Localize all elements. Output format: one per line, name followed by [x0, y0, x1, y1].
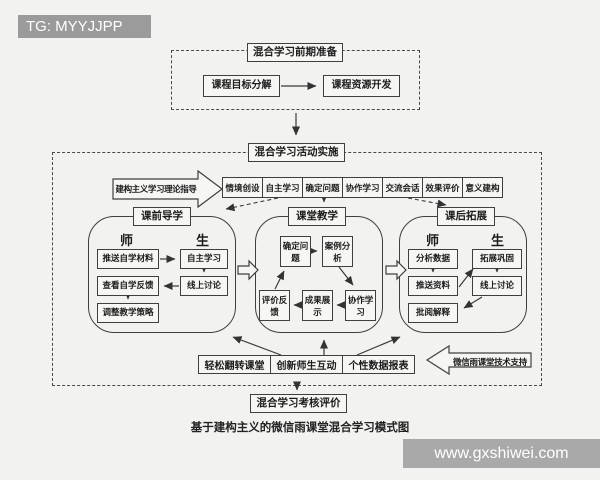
review-annotate-box: 批阅解释	[408, 303, 458, 323]
solid-arrows	[124, 82, 501, 391]
view-feedback-label: 查看自学反馈	[102, 280, 154, 291]
case-analysis-label: 案例分析	[324, 240, 351, 263]
assessment-title: 混合学习考核评价	[256, 397, 341, 410]
feature-data-report: 个性数据报表	[342, 356, 414, 373]
impl-title: 混合学习活动实施	[254, 146, 339, 159]
pre-student-label: 生	[196, 233, 210, 248]
tg-banner-text: TG: MYYJJPP	[26, 18, 123, 35]
classroom-title: 课堂教学	[296, 210, 338, 223]
evaluation-feedback-box: 评价反馈	[259, 290, 290, 321]
view-feedback-box: 查看自学反馈	[97, 276, 159, 296]
strategy-cell-collab: 协作学习	[342, 178, 382, 197]
strategy-cell-selfstudy: 自主学习	[262, 178, 302, 197]
feature-flipped-classroom: 轻松翻转课堂	[204, 361, 265, 372]
push-resources-box: 推送资料	[408, 276, 458, 296]
online-discussion-pre-label: 线上讨论	[186, 280, 221, 291]
case-analysis-box: 案例分析	[322, 236, 353, 267]
adjust-strategy-box: 调整教学策略	[97, 303, 159, 323]
strategy-cell-context: 情境创设	[225, 182, 260, 193]
watermark-banner: www.gxshiwei.com	[403, 439, 600, 468]
define-problem-label: 确定问题	[282, 240, 309, 263]
push-study-materials-label: 推送自学材料	[102, 253, 154, 264]
pre-teacher-label: 师	[120, 233, 134, 248]
feature-interaction: 创新师生互动	[270, 356, 342, 373]
tg-banner: TG: MYYJJPP	[18, 15, 151, 38]
online-discussion-post-label: 线上讨论	[479, 280, 514, 291]
watermark-text: www.gxshiwei.com	[434, 444, 569, 462]
course-goal-label: 课程目标分解	[211, 80, 272, 92]
review-annotate-label: 批阅解释	[415, 307, 450, 318]
theory-arrow-label: 建构主义学习理论指导	[115, 184, 197, 194]
prep-title-box: 混合学习前期准备	[247, 43, 343, 62]
diagram-caption: 基于建构主义的微信雨课堂混合学习模式图	[190, 422, 410, 434]
impl-title-box: 混合学习活动实施	[248, 143, 345, 162]
dashed-arrows	[225, 197, 447, 212]
expand-consolidate-box: 拓展巩固	[472, 249, 522, 269]
evaluation-feedback-label: 评价反馈	[261, 294, 288, 317]
support-block-arrow	[425, 344, 532, 376]
course-goal-box: 课程目标分解	[203, 75, 280, 97]
push-resources-label: 推送资料	[415, 280, 450, 291]
self-study-box: 自主学习	[180, 249, 228, 269]
theory-block-arrow	[112, 169, 223, 209]
support-arrow-label: 微信雨课堂技术支持	[453, 357, 527, 367]
collaborative-learning-label: 协作学习	[347, 294, 374, 317]
strategy-cell-meaning: 意义建构	[462, 178, 502, 197]
hollow-arrows	[112, 169, 532, 376]
online-discussion-post-box: 线上讨论	[472, 276, 522, 296]
features-row: 轻松翻转课堂 创新师生互动 个性数据报表	[198, 355, 415, 374]
phase-arrow-1	[237, 259, 259, 281]
collaborative-learning-box: 协作学习	[345, 290, 376, 321]
results-display-box: 成果展示	[302, 290, 333, 321]
push-study-materials-box: 推送自学材料	[97, 249, 159, 269]
define-problem-box: 确定问题	[280, 236, 311, 267]
prep-title: 混合学习前期准备	[253, 46, 337, 59]
self-study-label: 自主学习	[186, 253, 221, 264]
post-teacher-label: 师	[426, 233, 440, 248]
classroom-title-box: 课堂教学	[288, 207, 346, 226]
course-resource-label: 课程资源开发	[331, 80, 392, 92]
online-discussion-pre-box: 线上讨论	[180, 276, 228, 296]
phase-arrow-2	[385, 259, 407, 281]
analyze-data-label: 分析数据	[415, 253, 450, 264]
assessment-title-box: 混合学习考核评价	[250, 394, 347, 413]
strategy-cell-problem: 确定问题	[302, 178, 342, 197]
pre-class-title-box: 课前导学	[133, 207, 191, 226]
analyze-data-box: 分析数据	[408, 249, 458, 269]
post-class-title-box: 课后拓展	[437, 207, 495, 226]
adjust-strategy-label: 调整教学策略	[102, 307, 154, 318]
strategy-cell-evaluation: 效果评价	[422, 178, 462, 197]
pre-class-title: 课前导学	[141, 210, 183, 223]
results-display-label: 成果展示	[304, 294, 331, 317]
course-resource-box: 课程资源开发	[323, 75, 400, 97]
expand-consolidate-label: 拓展巩固	[479, 253, 514, 264]
strategy-cell-conversation: 交流会话	[382, 178, 422, 197]
strategy-row: 情境创设 自主学习 确定问题 协作学习 交流会话 效果评价 意义建构	[222, 177, 503, 198]
post-student-label: 生	[491, 233, 505, 248]
post-class-title: 课后拓展	[445, 210, 487, 223]
